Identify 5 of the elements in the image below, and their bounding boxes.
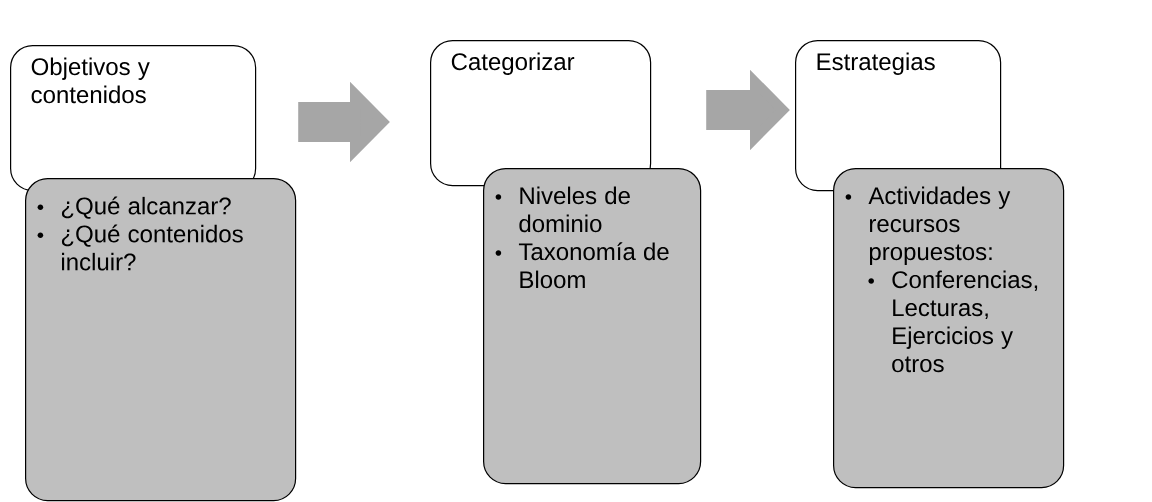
content-box: ¿Qué alcanzar? ¿Qué contenidos incluir? [25, 178, 297, 502]
title-box: Categorizar [430, 40, 652, 187]
content-box: Niveles de dominio Taxonomía de Bloom [483, 168, 702, 485]
title-box: Objetivos y contenidos [10, 45, 257, 192]
content-box: Actividades y recursos propuestos: Conferencias, Lecturas, Ejercicios y otros [833, 168, 1065, 489]
